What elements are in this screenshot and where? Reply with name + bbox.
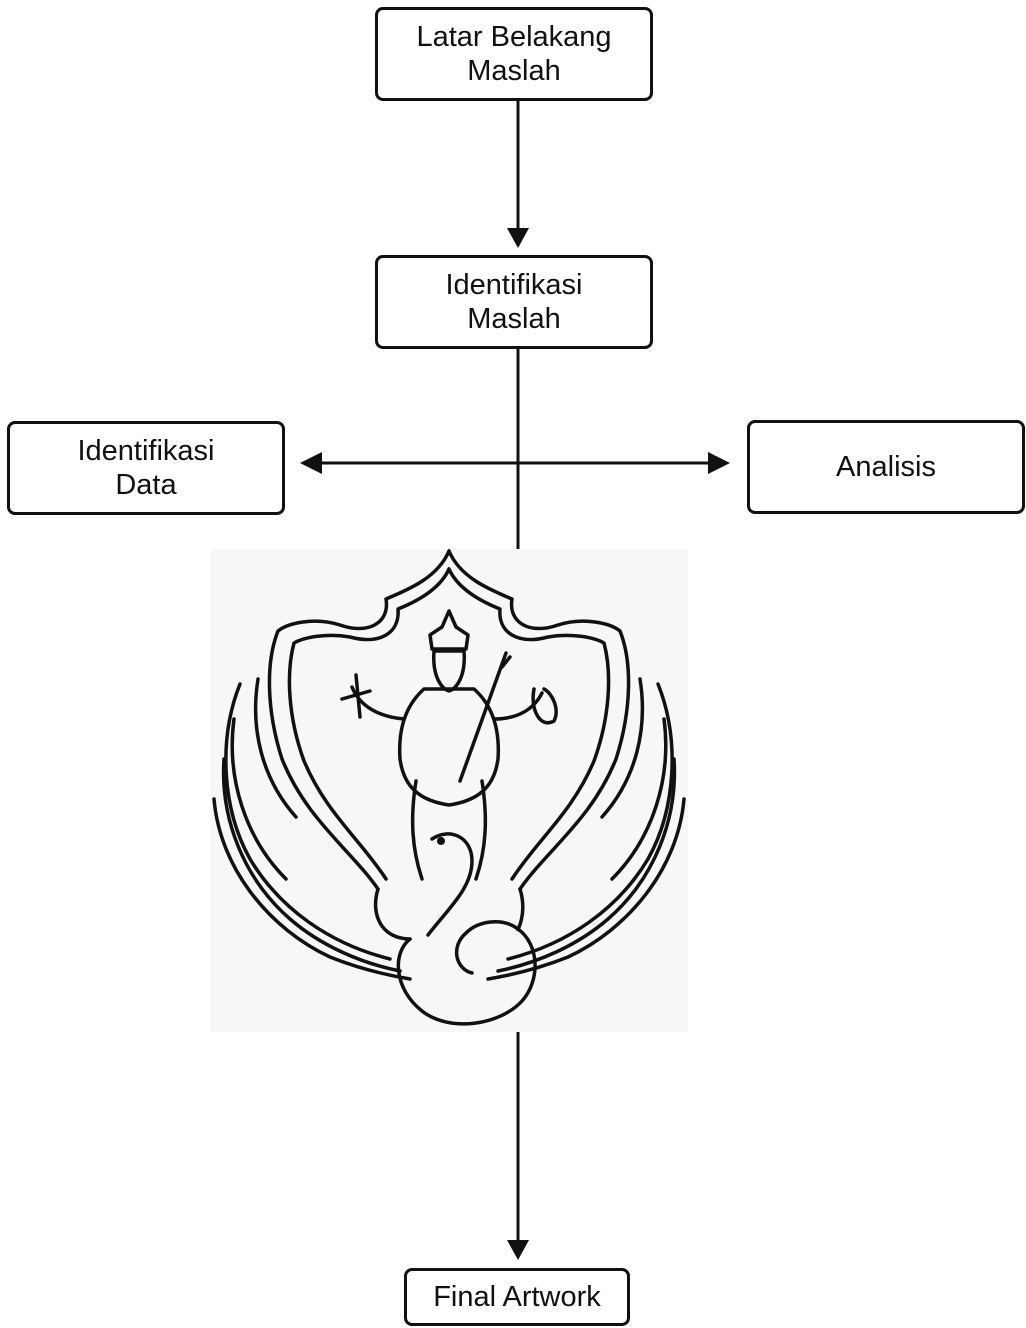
emblem-left-wing	[212, 677, 412, 981]
emblem-body	[397, 687, 501, 807]
node-final-artwork-line-1: Final Artwork	[433, 1281, 601, 1313]
emblem-arms	[340, 673, 558, 725]
saraswati-swan-emblem-icon	[212, 549, 686, 1026]
node-final-artwork: Final Artwork	[404, 1268, 630, 1326]
node-analisis-line-1: Analisis	[836, 451, 936, 483]
emblem-swan-eye	[437, 837, 445, 845]
node-identifikasi-masalah: Identifikasi Maslah	[375, 255, 653, 349]
emblem-head	[432, 649, 466, 693]
emblem-swan-neck	[426, 832, 474, 937]
emblem-staff	[458, 651, 512, 783]
node-analisis: Analisis	[747, 420, 1025, 514]
emblem-lotus-outline	[267, 549, 631, 891]
node-identifikasi-data: Identifikasi Data	[7, 421, 285, 515]
emblem-swan-body	[396, 920, 537, 1026]
node-identifikasi-data-line-2: Data	[115, 469, 177, 501]
emblem-lotus-inner	[287, 567, 611, 881]
emblem-lower-robe	[410, 779, 488, 881]
arrowhead-identifikasi	[507, 228, 529, 248]
arrowhead-identifikasi-data	[300, 452, 322, 474]
node-identifikasi-data-line-1: Identifikasi	[77, 435, 215, 467]
arrowhead-analisis	[708, 452, 730, 474]
node-identifikasi-masalah-line-2: Maslah	[467, 303, 561, 335]
node-latar-belakang: Latar Belakang Maslah	[375, 7, 653, 101]
emblem-panel	[210, 549, 688, 1032]
emblem-swan-tail	[373, 887, 525, 941]
node-latar-belakang-line-1: Latar Belakang	[416, 21, 612, 53]
emblem-crown	[428, 609, 470, 651]
node-latar-belakang-line-2: Maslah	[467, 55, 561, 87]
arrowhead-final-artwork	[507, 1240, 529, 1260]
node-identifikasi-masalah-line-1: Identifikasi	[445, 269, 583, 301]
emblem-right-wing	[486, 677, 686, 981]
